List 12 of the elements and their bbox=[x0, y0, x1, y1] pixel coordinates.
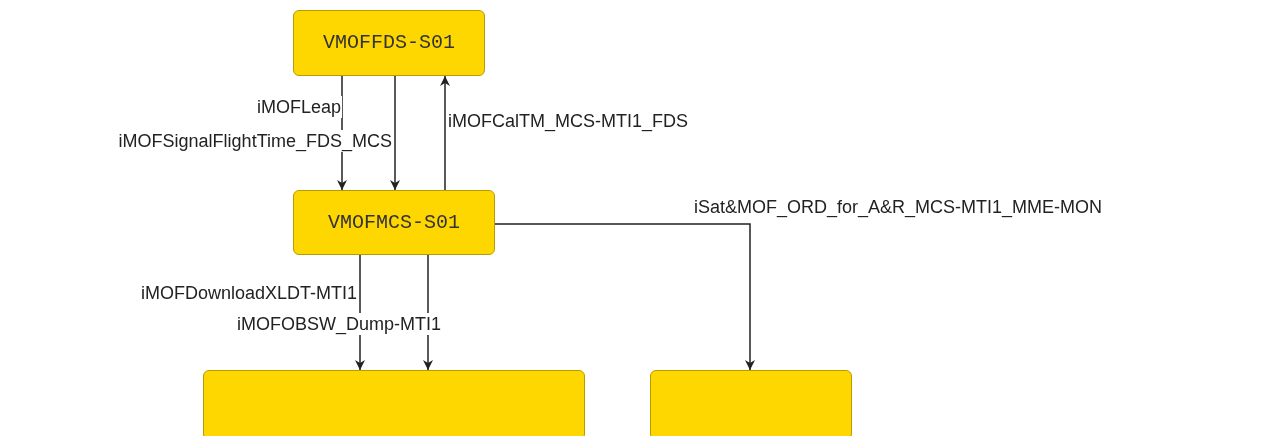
empty-box bbox=[203, 370, 585, 436]
arrow bbox=[440, 75, 450, 191]
empty-box bbox=[650, 370, 852, 436]
process-box bbox=[293, 190, 495, 255]
node-label: VMOFFDS-S01 bbox=[323, 30, 455, 56]
edge-label: iMOFOBSW_Dump-MTI1 bbox=[236, 313, 442, 335]
process-box bbox=[293, 10, 485, 76]
edge-label: iMOFLeap bbox=[255, 96, 342, 118]
node-label: VMOFMCS-S01 bbox=[328, 209, 460, 236]
edge-label: iMOFSignalFlightTime_FDS_MCS bbox=[117, 130, 393, 152]
arrow bbox=[494, 223, 755, 371]
arrow bbox=[390, 75, 400, 191]
